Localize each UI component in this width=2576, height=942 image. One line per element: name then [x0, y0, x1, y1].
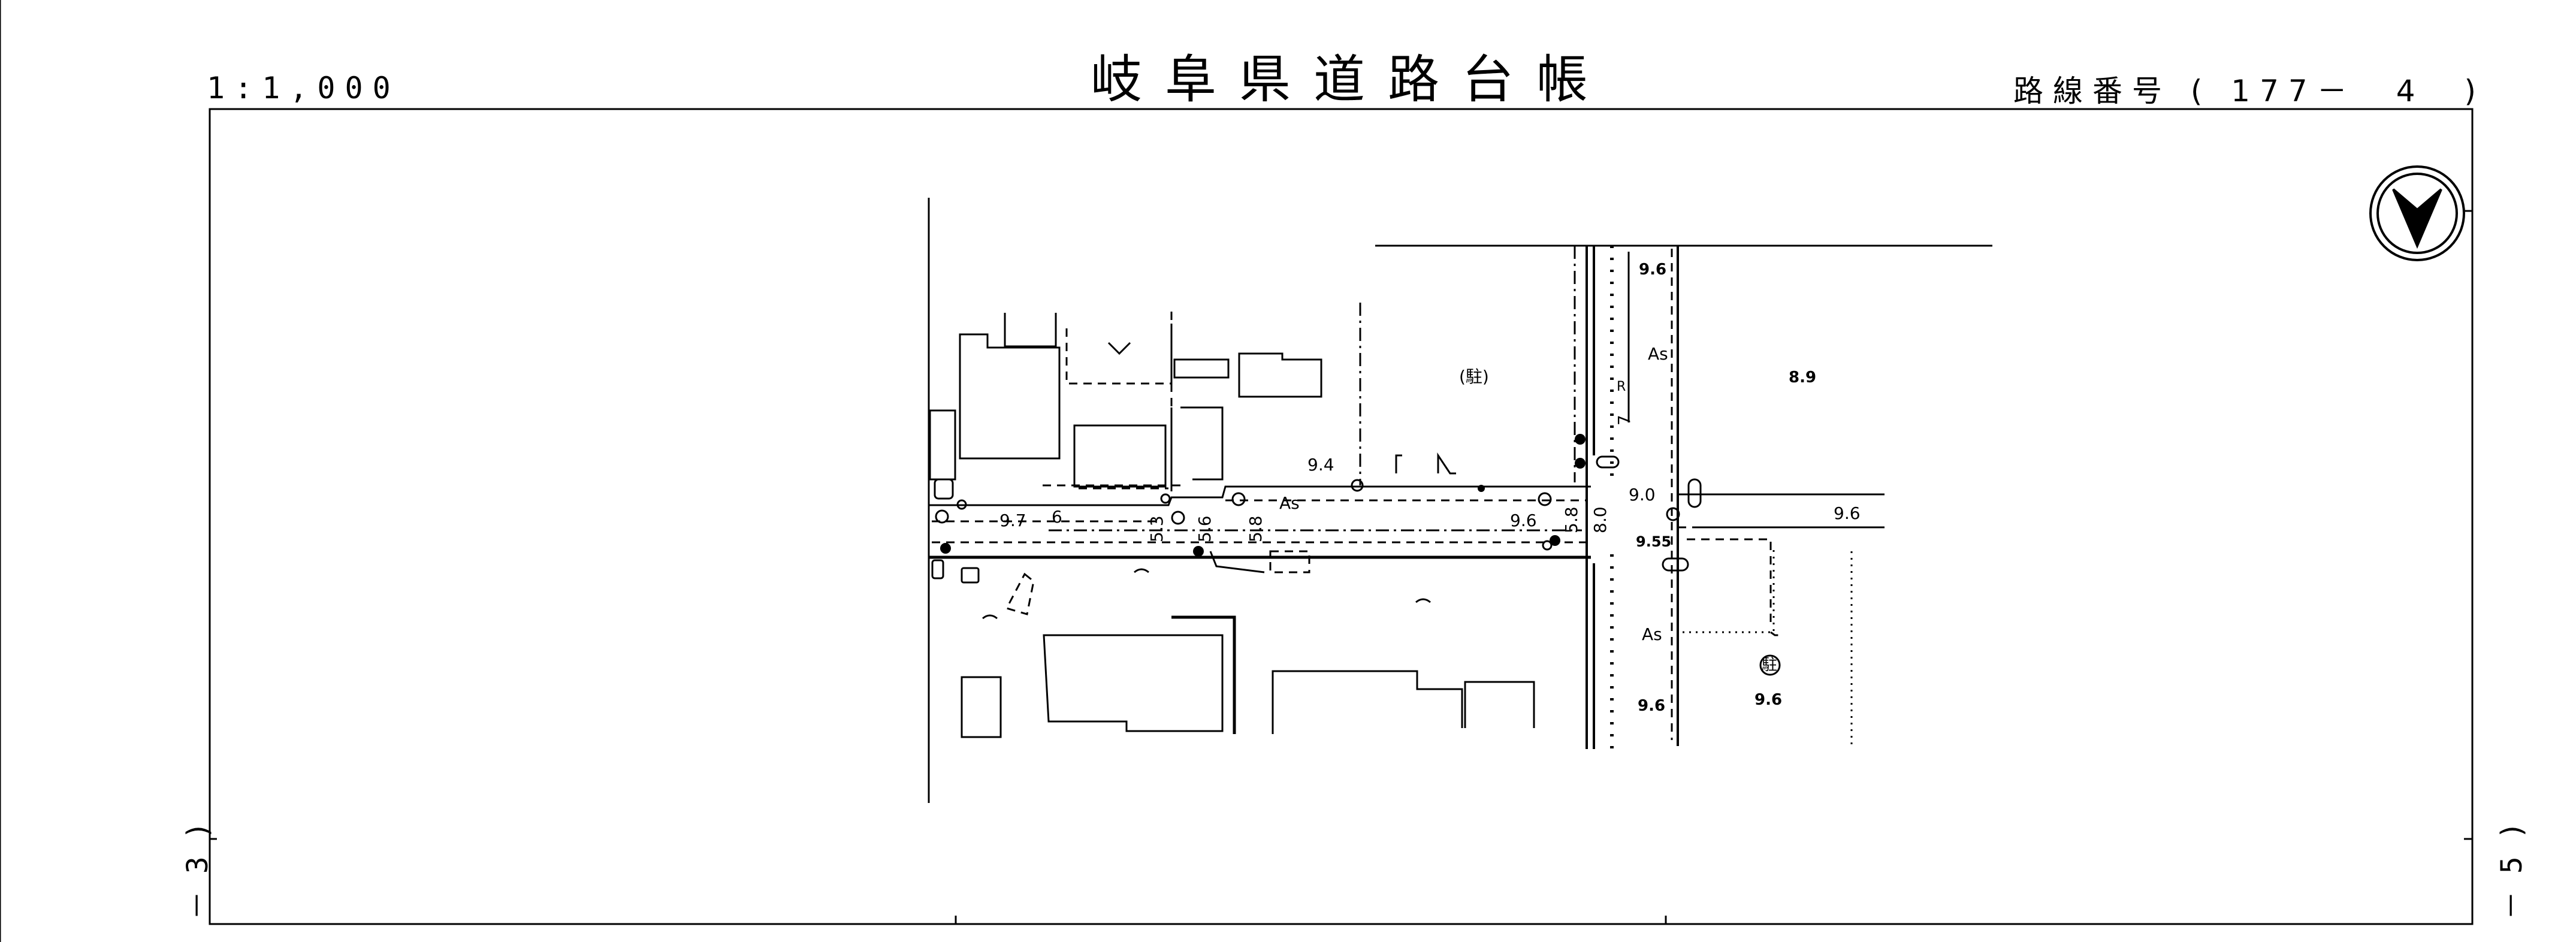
width-56: 5.6 — [1195, 515, 1215, 542]
elevation-96-c: 9.6 — [1638, 697, 1665, 715]
lot-boundaries — [1005, 312, 1783, 636]
route-number-label: 路線番号 — [2013, 74, 2172, 108]
map-scale: 1:1,000 — [207, 71, 400, 105]
width-6: 6 — [1052, 507, 1062, 527]
width-r: R — [1617, 379, 1626, 394]
elevation-96-a: 9.6 — [1510, 511, 1537, 530]
route-number: 路線番号 ( 177－ 4 ) — [2013, 67, 2486, 110]
width-53: 5.3 — [1147, 515, 1167, 542]
map-labels: As As As (駐) 駐 9.4 9.7 9.6 9.6 9.55 9.6 … — [999, 261, 1861, 715]
width-58-a: 5.8 — [1246, 515, 1266, 542]
north-arrow-icon — [2369, 165, 2465, 261]
surface-label-1: As — [1279, 493, 1300, 513]
surface-label-3: As — [1642, 624, 1662, 644]
elevation-96-b: 9.6 — [1639, 261, 1666, 279]
elevation-94: 9.4 — [1307, 455, 1334, 475]
width-80: 8.0 — [1590, 506, 1610, 533]
manholes-and-markers — [931, 342, 1702, 620]
main-road — [929, 485, 1591, 573]
elevation-96-d: 9.6 — [1754, 691, 1782, 709]
parking-label-1: (駐) — [1459, 367, 1489, 387]
frame-ticks — [210, 210, 2472, 924]
sheet-border — [0, 0, 2474, 942]
crossing-road — [1586, 246, 1885, 755]
width-58-b: 5.8 — [1562, 506, 1581, 533]
utility-poles — [940, 434, 1586, 557]
elevation-96-e: 9.6 — [1834, 503, 1861, 523]
elevation-97: 9.7 — [999, 511, 1026, 530]
dash-dot-boundaries — [1049, 246, 1582, 532]
ledger-title: 岐阜県道路台帳 — [1091, 50, 1611, 110]
surface-label-2: As — [1648, 344, 1668, 364]
width-90: 9.0 — [1629, 485, 1656, 505]
width-7: 7 — [1614, 415, 1634, 425]
elevation-955: 9.55 — [1636, 533, 1671, 550]
elevation-89: 8.9 — [1789, 369, 1816, 387]
parking-label-2: 駐 — [1762, 656, 1777, 674]
dotted-boundaries — [1683, 545, 1853, 746]
route-number-value: ( 177－ 4 ) — [2190, 74, 2486, 108]
